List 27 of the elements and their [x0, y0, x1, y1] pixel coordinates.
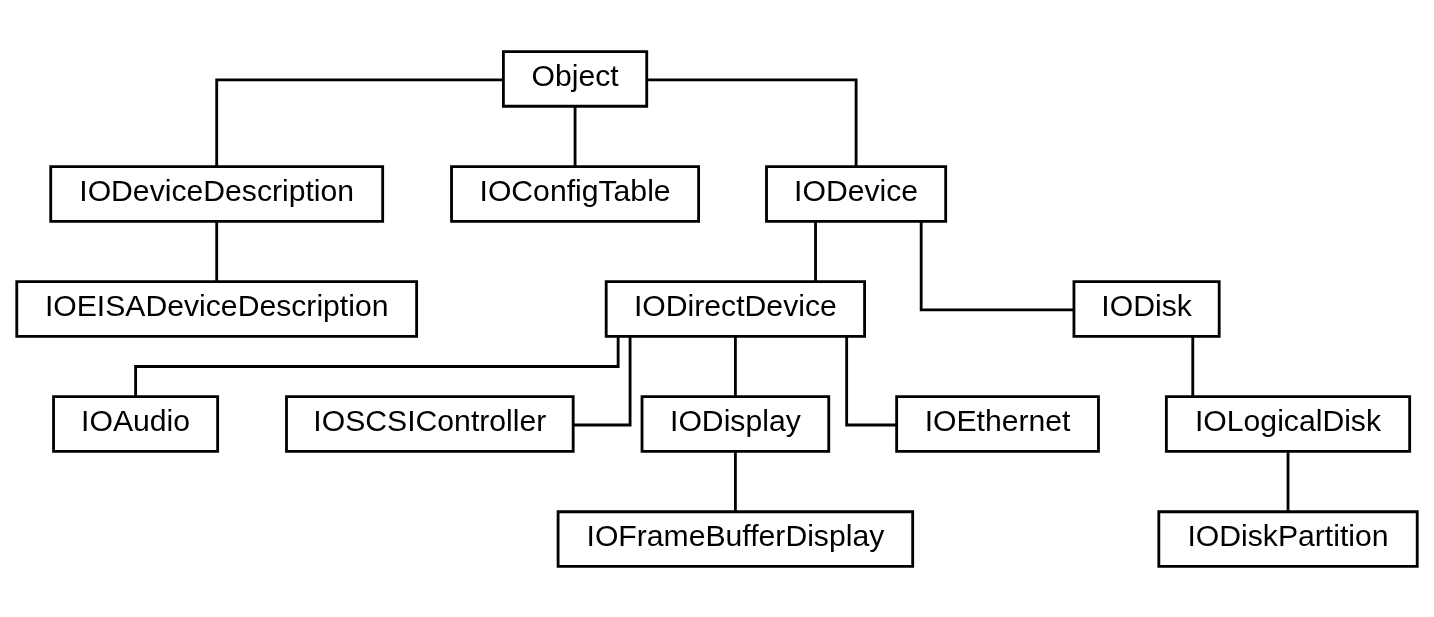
node-box: IODisk	[1072, 279, 1221, 338]
node-box: IOConfigTable	[450, 164, 701, 223]
connector	[134, 335, 620, 397]
connector	[215, 77, 503, 166]
connector	[573, 336, 632, 426]
node-box: IOEISADeviceDescription	[15, 279, 419, 338]
node-box: IOLogicalDisk	[1164, 394, 1412, 453]
node-box: IOFrameBufferDisplay	[556, 509, 915, 568]
connector	[647, 77, 858, 166]
node-box: IODirectDevice	[604, 279, 866, 338]
connector	[1191, 336, 1195, 396]
node-box: IODevice	[765, 164, 948, 223]
node-box: IOAudio	[52, 394, 220, 453]
node-box: IOSCSIController	[285, 394, 575, 453]
node-box: Object	[502, 49, 649, 108]
connector	[733, 336, 737, 396]
connector	[814, 221, 817, 281]
connector	[919, 220, 1074, 311]
connector	[1286, 451, 1290, 511]
node-box: IOEthernet	[895, 394, 1100, 453]
node-box: IODiskPartition	[1157, 509, 1419, 568]
node-box: IODeviceDescription	[49, 164, 385, 223]
connector	[733, 451, 737, 511]
connector	[845, 336, 897, 426]
node-box: IODisplay	[640, 394, 831, 453]
connector	[573, 106, 577, 166]
connector	[215, 221, 219, 281]
